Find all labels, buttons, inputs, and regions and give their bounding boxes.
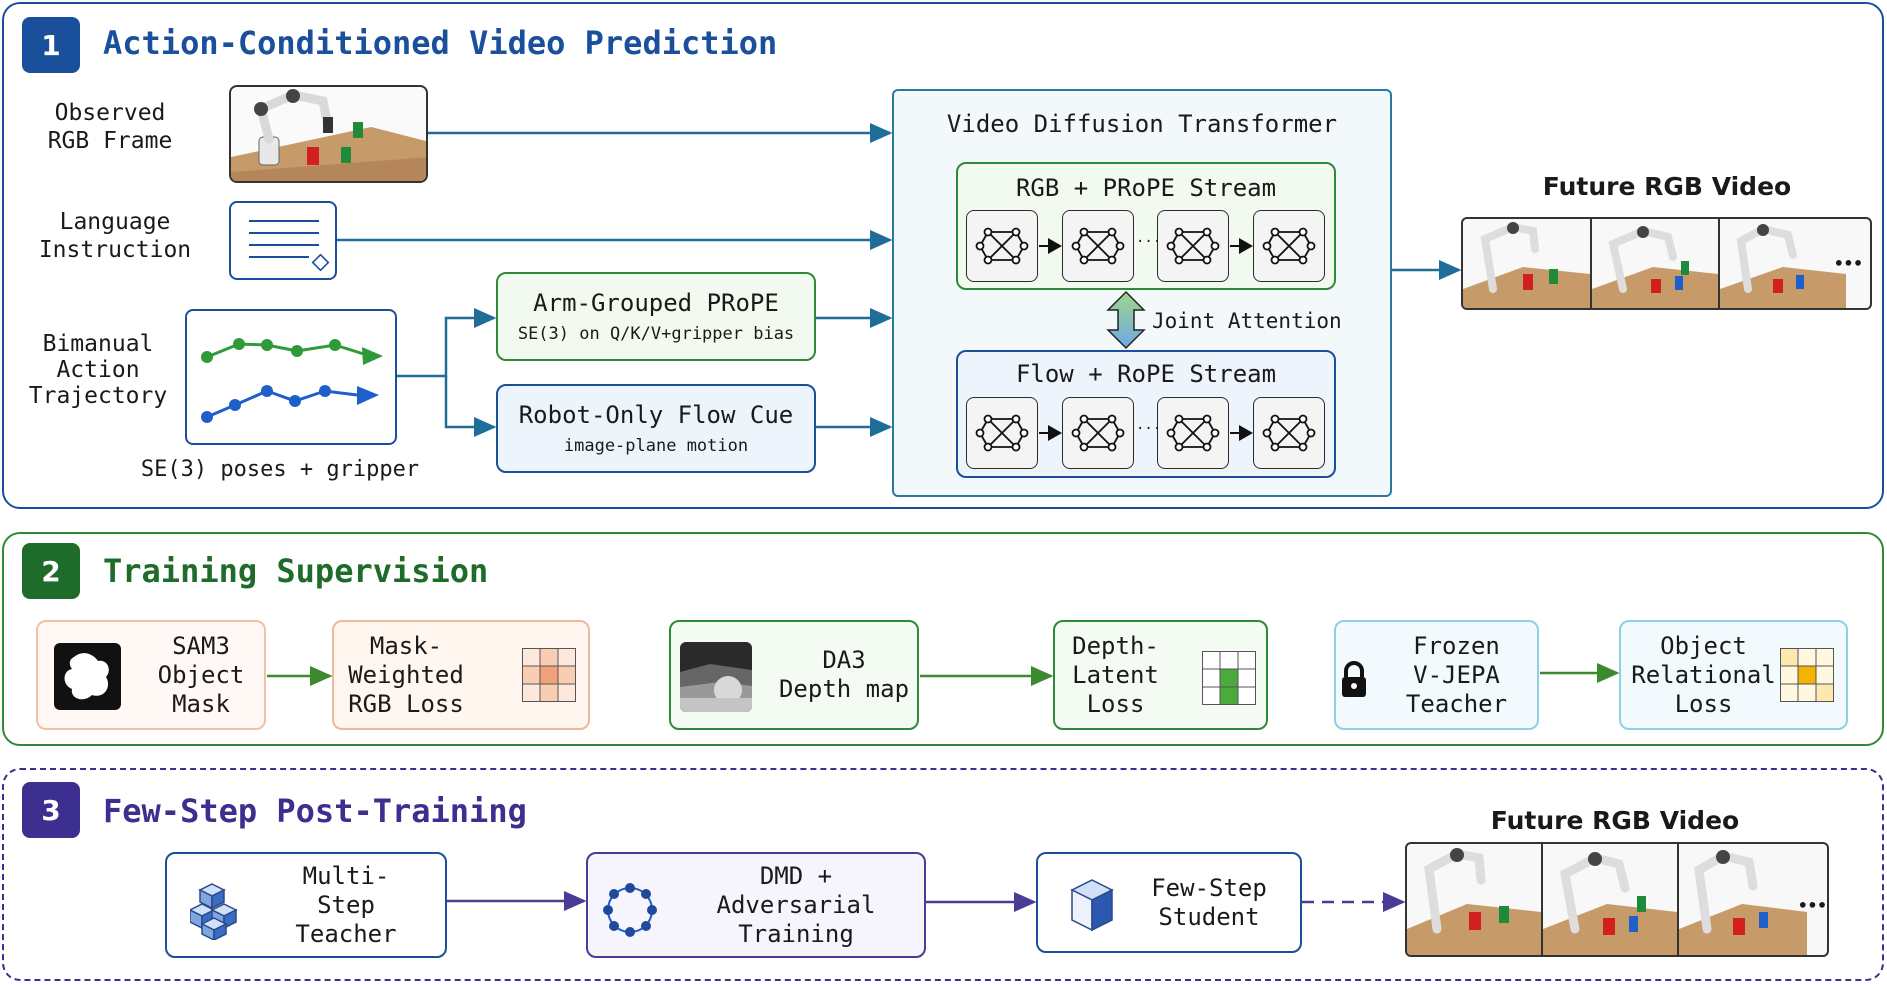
section-1-title: Action-Conditioned Video Prediction (103, 24, 778, 62)
attention-block (1157, 210, 1229, 282)
section-3-title: Few-Step Post-Training (103, 792, 527, 830)
flow-stream-title: Flow + RoPE Stream (1015, 360, 1277, 388)
object-mask-icon (54, 643, 121, 710)
relational-loss-grid-icon (1780, 648, 1834, 702)
robot-only-flow-cue-box: Robot-Only Flow Cue image-plane motion (496, 384, 816, 473)
teacher-label: Multi- Step Teacher (295, 861, 397, 948)
prope-subtitle: SE(3) on Q/K/V+gripper bias (517, 324, 795, 344)
section-3-number: 3 (22, 782, 80, 838)
depth-map-icon (680, 642, 752, 712)
relational-loss-label: Object Relational Loss (1631, 631, 1776, 718)
action-trajectory-plot (185, 309, 397, 445)
mask-loss-grid-icon (522, 648, 576, 702)
object-relational-loss-box: Object Relational Loss (1619, 620, 1848, 730)
section-3-panel (2, 768, 1884, 981)
depth-loss-label: Depth- Latent Loss (1072, 631, 1159, 718)
more-frames-indicator: ••• (1834, 254, 1863, 273)
vjepa-label: Frozen V-JEPA Teacher (1405, 631, 1508, 718)
observed-rgb-frame-image (229, 85, 428, 183)
mask-loss-label: Mask- Weighted RGB Loss (348, 631, 464, 718)
attention-block (1062, 397, 1134, 469)
stacked-cubes-icon (190, 880, 250, 940)
future-rgb-video-strip (1461, 217, 1872, 310)
section-2-panel (2, 532, 1884, 746)
bimanual-action-trajectory-label: Bimanual Action Trajectory (28, 331, 168, 409)
language-instruction-icon (229, 201, 337, 280)
attention-block (1253, 210, 1325, 282)
attention-block (1253, 397, 1325, 469)
rgb-stream-ellipsis: ... (1136, 230, 1162, 246)
sam3-label: SAM3 Object Mask (157, 631, 245, 718)
attention-block (966, 397, 1038, 469)
observed-rgb-frame-label: Observed RGB Frame (47, 100, 173, 154)
lock-icon (1339, 661, 1369, 699)
flow-cue-subtitle: image-plane motion (563, 436, 749, 456)
rgb-stream-title: RGB + PRoPE Stream (1015, 174, 1277, 202)
depth-loss-grid-icon (1202, 651, 1256, 705)
joint-attention-label: Joint Attention (1152, 309, 1342, 333)
sam3-object-mask-box: SAM3 Object Mask (36, 620, 266, 730)
section-1-panel (2, 2, 1884, 509)
mask-weighted-rgb-loss-box: Mask- Weighted RGB Loss (332, 620, 590, 730)
trajectory-caption: SE(3) poses + gripper (140, 457, 420, 482)
more-frames-indicator-2: ••• (1798, 896, 1827, 915)
attention-block (1157, 397, 1229, 469)
section-2-title: Training Supervision (103, 552, 489, 590)
future-rgb-video-label-2: Future RGB Video (1490, 806, 1740, 835)
language-instruction-label: Language Instruction (38, 209, 192, 263)
single-cube-icon (1068, 878, 1116, 934)
student-label: Few-Step Student (1151, 873, 1267, 931)
prope-title: Arm-Grouped PRoPE (533, 289, 779, 317)
arm-grouped-prope-box: Arm-Grouped PRoPE SE(3) on Q/K/V+gripper… (496, 272, 816, 361)
section-1-number: 1 (22, 17, 80, 73)
frozen-vjepa-teacher-box: Frozen V-JEPA Teacher (1334, 620, 1539, 730)
attention-block (966, 210, 1038, 282)
dmd-label: DMD + Adversarial Training (716, 861, 876, 948)
flow-cue-title: Robot-Only Flow Cue (518, 401, 794, 429)
future-rgb-video-strip-2 (1405, 842, 1829, 957)
attention-block (1062, 210, 1134, 282)
vdt-title: Video Diffusion Transformer (946, 110, 1338, 138)
flow-stream-ellipsis: ... (1136, 417, 1162, 433)
ring-nodes-icon (600, 880, 660, 940)
da3-label: DA3 Depth map (778, 646, 910, 703)
section-2-number: 2 (22, 543, 80, 599)
video-frame (1463, 222, 1590, 308)
dmd-adversarial-training-box: DMD + Adversarial Training (586, 852, 926, 958)
future-rgb-video-label: Future RGB Video (1542, 172, 1792, 201)
